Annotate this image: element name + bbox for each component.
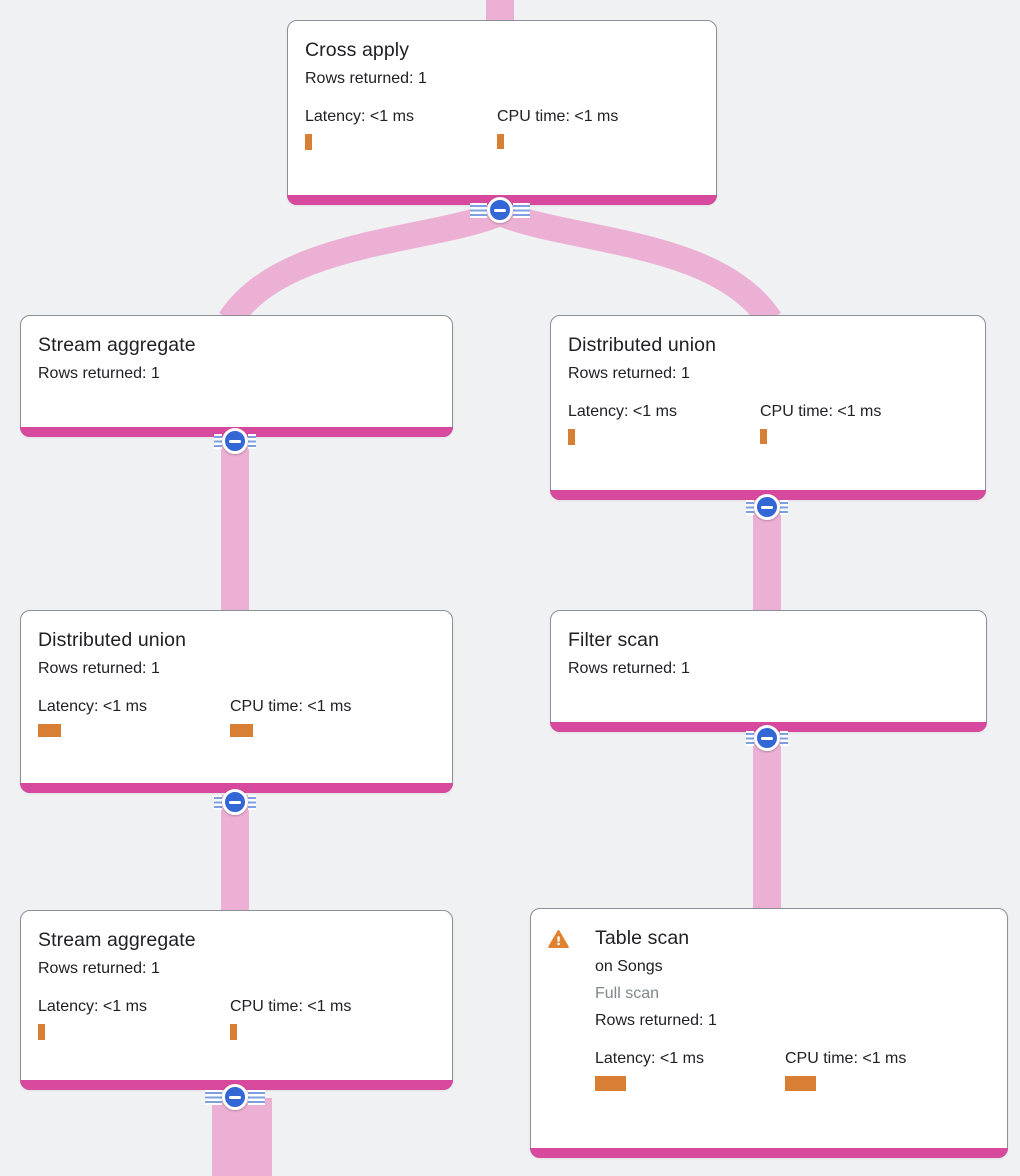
- stripe-decoration: [205, 1089, 222, 1105]
- minus-circle-icon: [222, 789, 248, 815]
- collapse-button-filter-scan[interactable]: [746, 725, 788, 751]
- rows-returned: Rows returned: 1: [568, 660, 690, 677]
- rows-returned: Rows returned: 1: [595, 1012, 717, 1029]
- plan-node-cross-apply[interactable]: Cross apply Rows returned: 1 Latency: <1…: [287, 20, 717, 205]
- minus-circle-icon: [222, 428, 248, 454]
- stripe-decoration: [513, 202, 530, 218]
- rows-returned: Rows returned: 1: [568, 365, 690, 382]
- minus-circle-icon: [754, 494, 780, 520]
- cpu-time-label: CPU time: <1 ms: [230, 698, 352, 715]
- minus-circle-icon: [222, 1084, 248, 1110]
- cpu-time-label: CPU time: <1 ms: [785, 1050, 907, 1067]
- plan-node-distributed-union-1[interactable]: Distributed union Rows returned: 1 Laten…: [550, 315, 986, 500]
- rows-returned: Rows returned: 1: [305, 70, 427, 87]
- node-title: Stream aggregate: [38, 334, 196, 356]
- plan-node-table-scan[interactable]: Table scan on Songs Full scan Rows retur…: [530, 908, 1008, 1158]
- plan-node-filter-scan[interactable]: Filter scan Rows returned: 1: [550, 610, 987, 732]
- node-subtitle: on Songs: [595, 958, 663, 975]
- collapse-button-stream-aggregate-1[interactable]: [214, 428, 256, 454]
- stripe-decoration: [746, 730, 754, 746]
- latency-bar: [38, 724, 61, 737]
- scan-type: Full scan: [595, 985, 660, 1002]
- node-accent-bar: [530, 1148, 1008, 1158]
- node-accent-bar: [20, 783, 453, 793]
- edge-stream-aggregate-2-to-offscreen-child: [212, 1098, 272, 1176]
- rows-returned: Rows returned: 1: [38, 365, 160, 382]
- edge-stream-aggregate-1-to-distributed-union-2: [221, 430, 249, 612]
- latency-bar: [595, 1076, 626, 1091]
- rows-returned: Rows returned: 1: [38, 660, 160, 677]
- stripe-decoration: [214, 433, 222, 449]
- collapse-button-distributed-union-1[interactable]: [746, 494, 788, 520]
- stripe-decoration: [470, 202, 487, 218]
- edge-cross-apply-to-distributed-union-1: [495, 200, 781, 328]
- latency-label: Latency: <1 ms: [305, 108, 414, 125]
- plan-node-stream-aggregate-2[interactable]: Stream aggregate Rows returned: 1 Latenc…: [20, 910, 453, 1090]
- collapse-button-stream-aggregate-2[interactable]: [205, 1084, 265, 1110]
- stripe-decoration: [780, 499, 788, 515]
- cpu-time-label: CPU time: <1 ms: [230, 998, 352, 1015]
- stripe-decoration: [746, 499, 754, 515]
- warning-icon[interactable]: [548, 929, 569, 954]
- edge-filter-scan-to-table-scan: [753, 730, 781, 910]
- collapse-button-distributed-union-2[interactable]: [214, 789, 256, 815]
- edge-offscreen-parent-to-cross-apply: [486, 0, 514, 22]
- latency-bar: [568, 429, 575, 445]
- stripe-decoration: [248, 794, 256, 810]
- latency-label: Latency: <1 ms: [568, 403, 677, 420]
- node-title: Cross apply: [305, 39, 410, 61]
- latency-label: Latency: <1 ms: [38, 998, 147, 1015]
- cpu-time-label: CPU time: <1 ms: [760, 403, 882, 420]
- collapse-button-cross-apply[interactable]: [470, 197, 530, 223]
- node-title: Distributed union: [568, 334, 717, 356]
- stripe-decoration: [248, 1089, 265, 1105]
- minus-circle-icon: [487, 197, 513, 223]
- stripe-decoration: [248, 433, 256, 449]
- cpu-time-bar: [230, 1024, 237, 1040]
- latency-bar: [305, 134, 312, 150]
- node-title: Table scan: [595, 927, 690, 949]
- latency-label: Latency: <1 ms: [38, 698, 147, 715]
- minus-circle-icon: [754, 725, 780, 751]
- stripe-decoration: [780, 730, 788, 746]
- edge-cross-apply-to-stream-aggregate-1: [219, 200, 505, 328]
- cpu-time-label: CPU time: <1 ms: [497, 108, 619, 125]
- cpu-time-bar: [760, 429, 767, 444]
- node-title: Distributed union: [38, 629, 187, 651]
- cpu-time-bar: [785, 1076, 816, 1091]
- plan-node-stream-aggregate-1[interactable]: Stream aggregate Rows returned: 1: [20, 315, 453, 437]
- latency-bar: [38, 1024, 45, 1040]
- stripe-decoration: [214, 794, 222, 810]
- rows-returned: Rows returned: 1: [38, 960, 160, 977]
- node-title: Filter scan: [568, 629, 660, 651]
- cpu-time-bar: [497, 134, 504, 149]
- plan-node-distributed-union-2[interactable]: Distributed union Rows returned: 1 Laten…: [20, 610, 453, 793]
- latency-label: Latency: <1 ms: [595, 1050, 704, 1067]
- node-title: Stream aggregate: [38, 929, 196, 951]
- cpu-time-bar: [230, 724, 253, 737]
